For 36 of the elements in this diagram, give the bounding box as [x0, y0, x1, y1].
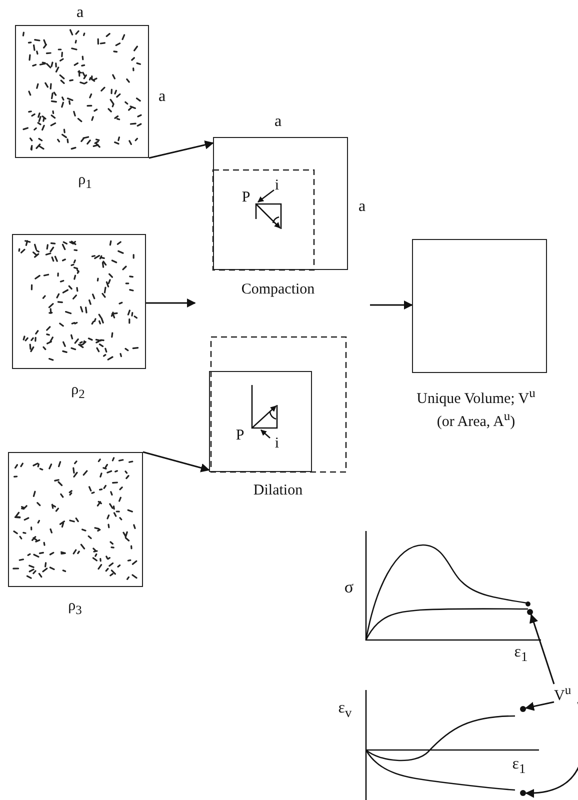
arrow [524, 701, 554, 711]
arrow [142, 451, 210, 472]
dimension-label: a [358, 199, 366, 215]
arrow [370, 300, 413, 310]
node-label: ρ$_{1}$ [78, 172, 92, 192]
node-label: ρ$_{3}$ [68, 598, 82, 618]
arrow [148, 140, 214, 159]
vector-label: i [274, 178, 280, 194]
arrow [146, 298, 196, 308]
node-label: (or Area, A$^{u}$) [436, 409, 516, 431]
node-label: ρ$_{2}$ [71, 382, 85, 402]
axis-label: ε$_{1}$ [512, 756, 526, 776]
dimension-label: a [76, 5, 84, 21]
volume-label: V$^{u}$ [554, 684, 572, 704]
sample-square [12, 234, 146, 369]
sample-square [15, 25, 149, 158]
sample-square [8, 452, 143, 587]
end-point [520, 790, 526, 796]
unique-volume-square [412, 239, 547, 373]
axis-label: σ [344, 578, 354, 596]
node-label: Compaction [241, 282, 315, 298]
dilated-square [209, 371, 312, 472]
axis-label: ε$_{1}$ [514, 644, 528, 664]
end-point [520, 706, 526, 712]
compacted-square [213, 137, 348, 270]
vector-label: i [274, 436, 280, 452]
node-label: Dilation [253, 482, 303, 500]
dimension-label: a [158, 89, 166, 105]
arrow [525, 702, 578, 798]
arrow [529, 614, 555, 684]
axis-label: ε$_{v}$ [338, 700, 352, 720]
node-label: Unique Volume; V$^{u}$ [416, 386, 536, 408]
point-label: P [242, 190, 250, 206]
point-label: P [236, 428, 244, 444]
dimension-label: a [274, 114, 282, 130]
end-point [527, 609, 533, 615]
